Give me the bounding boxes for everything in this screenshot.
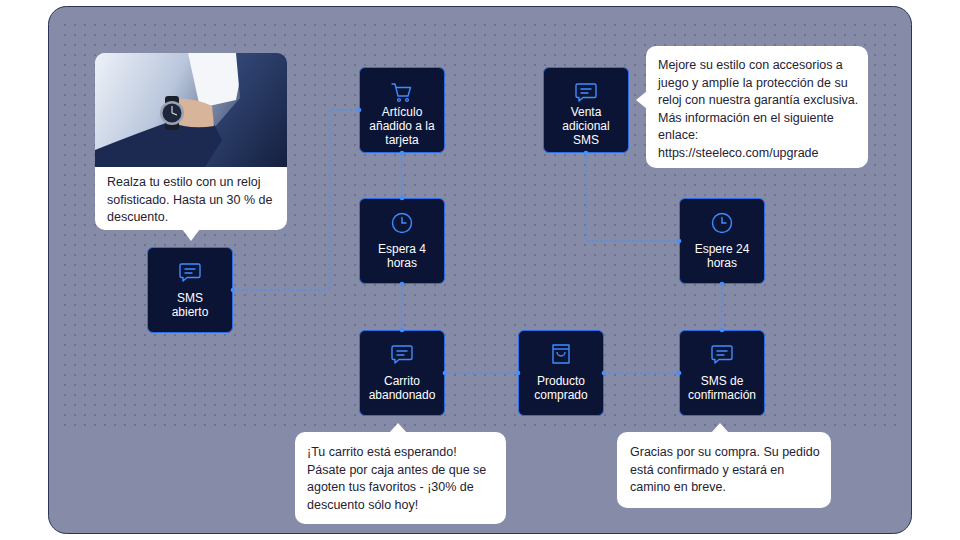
connector (586, 153, 679, 241)
process-box: SMS de confirmación (679, 330, 765, 416)
callout-text: Mejore su estilo con accesorios a juego … (658, 57, 860, 162)
message-callout: Gracias por su compra. Su pedido está co… (617, 432, 831, 508)
callout-text: Gracias por su compra. Su pedido está co… (630, 444, 822, 497)
process-box: Carrito abandonado (359, 330, 445, 416)
connector (604, 372, 679, 373)
callout-text: ¡Tu carrito está esperando! Pásate por c… (307, 444, 497, 514)
connector (721, 284, 722, 330)
suit-trousers (95, 116, 222, 167)
node-label: Producto comprado (530, 374, 592, 402)
connector (401, 284, 402, 330)
node-label: Espere 24 horas (694, 242, 750, 270)
process-box: Venta adicional SMS (543, 67, 629, 153)
hand (170, 99, 214, 127)
node-label: Espera 4 horas (377, 242, 427, 270)
callout-tail (389, 423, 407, 433)
shirt-cuff (188, 53, 245, 108)
dot-grid (58, 16, 902, 434)
sms-icon (576, 84, 596, 101)
callout-tail (182, 229, 200, 241)
sms-icon (180, 264, 200, 281)
bag-icon (553, 345, 569, 363)
watch-hands (172, 106, 177, 115)
message-callout: ¡Tu carrito está esperando! Pásate por c… (295, 432, 506, 524)
connector (401, 153, 402, 198)
node-label: SMS de confirmación (683, 374, 761, 402)
watch-strap (165, 96, 179, 130)
sms-icon (712, 346, 732, 363)
process-box: Espere 24 horas (679, 198, 765, 284)
process-box: SMS abierto (147, 247, 233, 333)
callout-tail (711, 423, 729, 433)
watch-face (163, 104, 182, 123)
process-box: Producto comprado (518, 330, 604, 416)
panel (49, 7, 912, 534)
connector (233, 110, 359, 290)
callout-text: Realza tu estilo con un reloj sofisticad… (107, 174, 279, 227)
process-box: Artículo añadido a la tarjeta (359, 67, 445, 153)
process-box: Espera 4 horas (359, 198, 445, 284)
callout-tail (636, 91, 647, 109)
node-label: SMS abierto (168, 291, 212, 319)
node-label: Carrito abandonado (366, 374, 438, 402)
sms-icon (392, 346, 412, 363)
clock-icon (713, 214, 732, 233)
clock-icon (393, 214, 412, 233)
connector (445, 372, 518, 373)
node-label: Venta adicional SMS (556, 105, 616, 147)
message-callout: Mejore su estilo con accesorios a juego … (646, 46, 868, 168)
node-label: Artículo añadido a la tarjeta (367, 105, 437, 147)
cart-icon (392, 84, 411, 101)
watch-bezel (160, 101, 184, 125)
message-callout: Realza tu estilo con un reloj sofisticad… (95, 53, 287, 230)
photo-background (95, 53, 287, 167)
watch-photo (95, 53, 287, 167)
suit-jacket (205, 53, 287, 167)
